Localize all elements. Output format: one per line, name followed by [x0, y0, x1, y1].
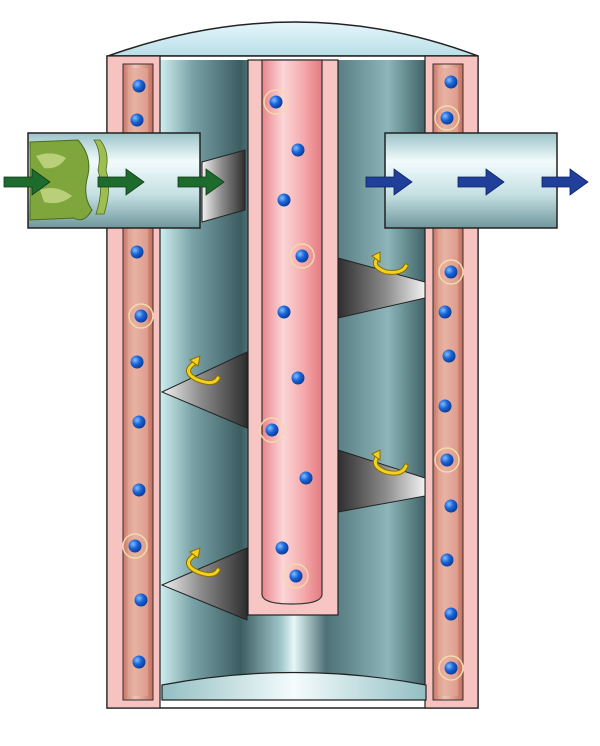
particle-halo	[438, 655, 464, 681]
rotation-arrows	[186, 251, 409, 578]
particle-dot	[132, 655, 146, 669]
particle-halo	[434, 447, 460, 473]
inlet-arrow-icon	[177, 168, 225, 196]
particle-halo	[122, 533, 148, 559]
particle-halo	[434, 105, 460, 131]
particle-dot	[438, 305, 452, 319]
particle-dot	[265, 423, 279, 437]
particle-dot	[444, 661, 458, 675]
particle-dot	[134, 309, 148, 323]
bottom-plate	[161, 671, 427, 701]
particle-dot	[275, 541, 289, 555]
particle-dot	[444, 75, 458, 89]
heat-particles	[122, 75, 464, 681]
particle-dot	[291, 371, 305, 385]
particle-dot	[444, 265, 458, 279]
particle-dot	[289, 569, 303, 583]
screw-flight	[201, 149, 246, 223]
outlet-arrow-icon	[541, 168, 589, 196]
particle-dot	[269, 95, 283, 109]
rotation-arrow-icon	[186, 547, 221, 578]
inlet-flow-arrows	[3, 168, 225, 196]
particle-dot	[277, 193, 291, 207]
particle-dot	[128, 539, 142, 553]
central-heated-shaft	[247, 59, 339, 616]
particle-dot	[132, 79, 146, 93]
particle-dot	[442, 349, 456, 363]
screw-flights	[160, 149, 426, 621]
particle-halo	[128, 303, 154, 329]
particle-dot	[134, 593, 148, 607]
particle-dot	[440, 553, 454, 567]
rotation-arrow-icon	[186, 355, 221, 386]
screw-flight	[160, 547, 248, 621]
particle-halo	[259, 417, 285, 443]
particle-dot	[438, 399, 452, 413]
particle-dot	[440, 111, 454, 125]
particle-dot	[295, 249, 309, 263]
particle-dot	[130, 245, 144, 259]
inlet-arrow-icon	[97, 168, 145, 196]
particle-dot	[130, 355, 144, 369]
particle-dot	[440, 453, 454, 467]
screw-flight	[160, 351, 248, 429]
particle-dot	[277, 305, 291, 319]
rotation-arrow-icon	[371, 449, 409, 476]
rotation-arrow-icon	[371, 251, 409, 275]
particle-dot	[130, 113, 144, 127]
inlet-arrow-icon	[3, 168, 51, 196]
particle-halo	[438, 259, 464, 285]
particle-dot	[132, 483, 146, 497]
particle-halo	[289, 243, 315, 269]
outlet-arrow-icon	[365, 168, 413, 196]
particle-halo	[263, 89, 289, 115]
particle-halo	[283, 563, 309, 589]
particle-dot	[132, 415, 146, 429]
particle-dot	[444, 607, 458, 621]
outlet-flow-arrows	[365, 168, 589, 196]
particle-dot	[299, 471, 313, 485]
vessel-dome	[107, 21, 479, 57]
particle-dot	[291, 143, 305, 157]
outlet-arrow-icon	[457, 168, 505, 196]
particle-dot	[444, 499, 458, 513]
